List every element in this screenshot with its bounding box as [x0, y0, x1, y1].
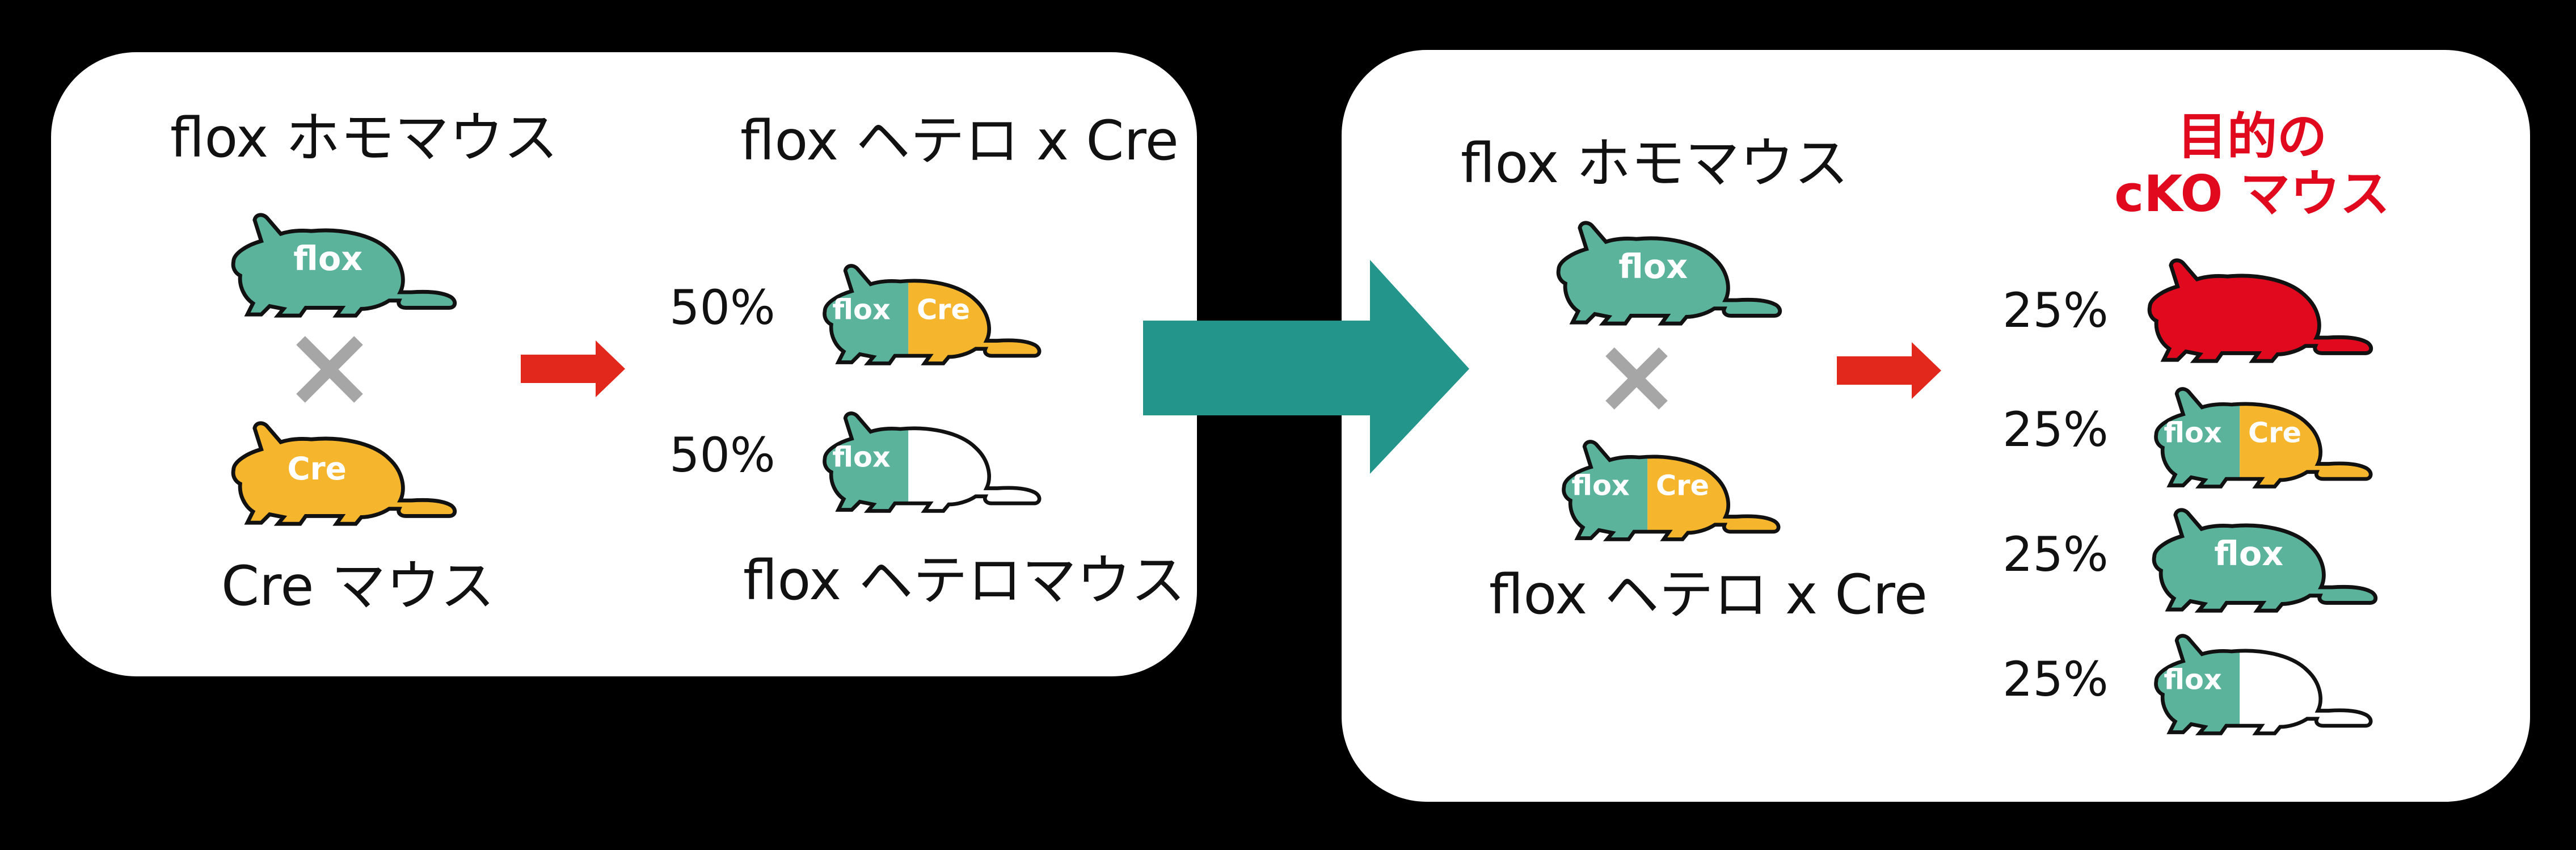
mouse-tag-flox: flox: [1571, 469, 1630, 502]
left-flox-homo-mouse: flox: [233, 215, 455, 315]
left-red-arrow-icon: [521, 340, 625, 397]
left-child2-label: flox ヘテロマウス: [743, 549, 1186, 612]
right-parent-flox-cre-mouse: flox Cre: [1553, 436, 1787, 544]
left-child1-pct: 50%: [669, 280, 775, 335]
left-panel: [51, 52, 1197, 676]
left-cre-mouse: Cre: [233, 423, 455, 524]
mouse-tag-flox: flox: [2164, 663, 2222, 696]
offspring-flox-hetero-mouse: flox: [2145, 630, 2380, 738]
right-flox-homo-mouse: flox: [1558, 223, 1780, 323]
right-parent1-label: flox ホモマウス: [1461, 132, 1849, 195]
mouse-tag-cre: Cre: [917, 293, 970, 326]
left-child-flox-hetero-mouse: flox: [814, 407, 1048, 515]
left-cross-icon: [296, 336, 363, 403]
mouse-tag-flox: flox: [832, 441, 891, 474]
mouse-tag-cre: Cre: [1656, 469, 1709, 502]
mouse-tag-flox: flox: [293, 239, 362, 278]
right-red-arrow-icon: [1837, 342, 1941, 399]
right-pct-1: 25%: [2002, 283, 2109, 338]
mouse-tag-flox: flox: [2214, 534, 2283, 573]
target-cko-label: 目的の cKO マウス: [2093, 107, 2411, 224]
mouse-tag-flox: flox: [1618, 247, 1688, 286]
right-parent2-label: flox ヘテロ x Cre: [1489, 563, 1928, 626]
right-pct-2: 25%: [2002, 402, 2109, 457]
target-cko-label-line2: cKO マウス: [2114, 165, 2390, 224]
mouse-tag-flox: flox: [2164, 416, 2222, 449]
offspring-flox-cre-mouse: flox Cre: [2145, 383, 2380, 491]
mouse-tag-flox: flox: [832, 293, 891, 326]
left-parent1-label: flox ホモマウス: [170, 106, 558, 170]
right-panel: [1342, 50, 2530, 802]
left-child-flox-cre-mouse: flox Cre: [814, 260, 1048, 368]
mouse-tag-cre: Cre: [2248, 416, 2301, 449]
big-teal-arrow-icon: [1143, 260, 1469, 474]
right-pct-3: 25%: [2002, 527, 2109, 582]
left-child1-label: flox ヘテロ x Cre: [740, 109, 1179, 172]
mouse-tag-cre: Cre: [287, 451, 347, 487]
offspring-flox-homo-mouse: flox: [2154, 510, 2376, 611]
offspring-cko-mouse: [2149, 260, 2371, 361]
left-child2-pct: 50%: [669, 427, 775, 483]
right-pct-4: 25%: [2002, 651, 2109, 707]
right-cross-icon: [1605, 347, 1668, 410]
target-cko-label-line1: 目的の: [2177, 107, 2327, 166]
left-parent2-label: Cre マウス: [221, 554, 495, 618]
